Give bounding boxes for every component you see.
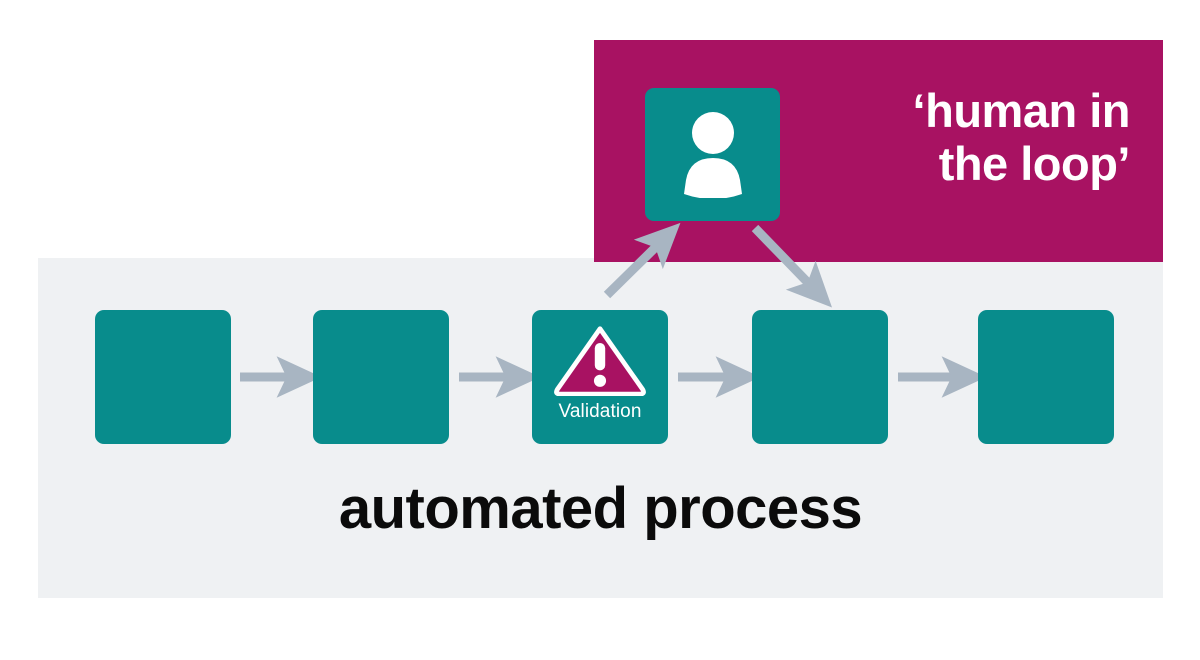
human-in-the-loop-caption: ‘human in the loop’ [912,84,1131,191]
validation-label: Validation [558,401,642,422]
process-step-2[interactable] [313,310,449,444]
process-step-1[interactable] [95,310,231,444]
process-step-4[interactable] [752,310,888,444]
validation-content: Validation [532,310,668,444]
process-step-5[interactable] [978,310,1114,444]
automated-process-title: automated process [338,476,863,541]
person-icon [683,111,742,198]
human-icon-tile[interactable] [645,88,780,221]
process-step-validation[interactable]: Validation [532,310,668,444]
warning-triangle-icon [554,326,646,396]
